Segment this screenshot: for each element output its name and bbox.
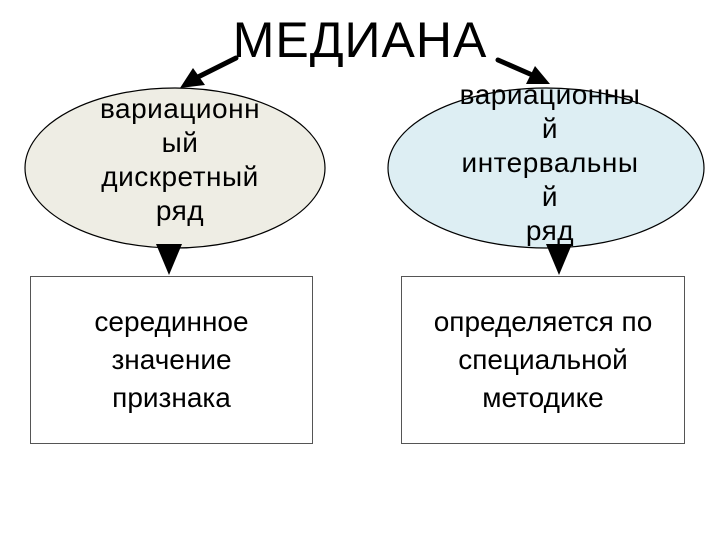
interval-series-label: вариационны й интервальны й ряд — [435, 78, 665, 248]
discrete-series-label: вариационн ый дискретный ряд — [70, 92, 290, 228]
definition-line: методике — [482, 382, 604, 413]
median-discrete-definition-box: серединное значение признака — [30, 276, 313, 444]
diagram-title: МЕДИАНА — [232, 12, 488, 68]
definition-line: специальной — [458, 344, 628, 375]
discrete-series-label-line: вариационн — [99, 93, 261, 124]
right-ellipse-to-box-arrowhead — [546, 244, 572, 275]
left-ellipse-to-box-arrowhead — [156, 244, 182, 275]
interval-series-label-line: интервальны — [461, 147, 639, 178]
interval-series-label-line: ряд — [525, 215, 575, 246]
discrete-series-label-line: дискретный — [101, 161, 259, 192]
title-to-left-arrow — [180, 55, 239, 88]
median-discrete-definition-text: серединное значение признака — [94, 303, 248, 417]
definition-line: признака — [112, 382, 231, 413]
definition-line: серединное — [94, 306, 249, 337]
interval-series-label-line: й — [541, 113, 559, 144]
median-interval-definition-text: определяется по специальной методике — [434, 303, 653, 417]
title-to-right-arrow — [495, 57, 550, 84]
median-interval-definition-box: определяется по специальной методике — [401, 276, 685, 444]
interval-series-label-line: вариационны — [459, 79, 641, 110]
definition-line: значение — [111, 344, 232, 375]
discrete-series-label-line: ый — [161, 127, 199, 158]
definition-line: определяется по — [433, 306, 653, 337]
interval-series-ellipse — [387, 87, 705, 249]
discrete-series-label-line: ряд — [155, 195, 205, 226]
interval-series-label-line: й — [541, 181, 559, 212]
